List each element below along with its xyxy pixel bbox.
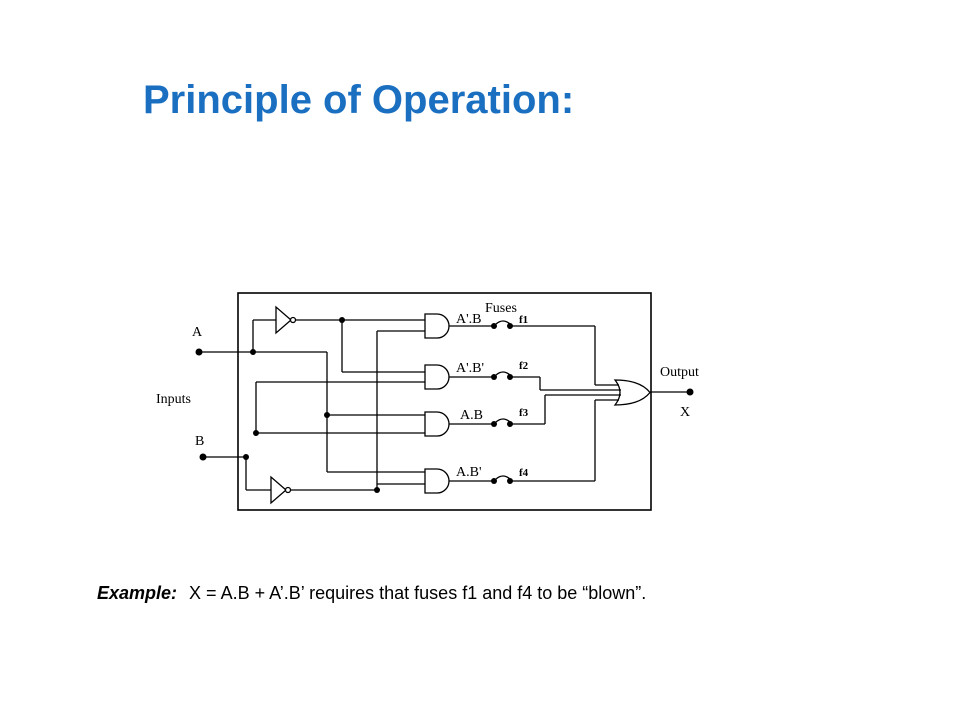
example-caption: Example: X = A.B + A’.B’ requires that fu…: [97, 583, 646, 604]
product-label-1: A'.B: [456, 312, 481, 327]
inputs-label: Inputs: [156, 392, 191, 407]
and-gate-3-icon: [424, 411, 450, 437]
product-label-4: A.B': [456, 465, 481, 480]
fuse-symbols: [495, 320, 511, 480]
fuse-label-f2: f2: [519, 360, 529, 372]
or-input-wiring: [510, 325, 621, 482]
and-gate-4-icon: [424, 468, 450, 494]
output-label: Output: [660, 365, 699, 380]
fuse-label-f4: f4: [519, 467, 529, 479]
input-a-label: A: [192, 325, 203, 340]
input-b-label: B: [195, 434, 204, 449]
fuses-label: Fuses: [485, 301, 517, 316]
example-label: Example:: [97, 583, 178, 603]
and-gate-1-icon: [424, 313, 450, 339]
input-a-wiring: [199, 319, 425, 473]
fuse-label-f1: f1: [519, 314, 528, 326]
output-var-label: X: [680, 405, 690, 420]
not-gate-b-icon: [270, 475, 287, 505]
product-lines: [449, 325, 494, 482]
product-label-3: A.B: [460, 408, 483, 423]
device-boundary: [237, 292, 652, 511]
and-gate-2-icon: [424, 364, 450, 390]
example-text: X = A.B + A’.B’ requires that fuses f1 a…: [189, 583, 647, 603]
product-label-2: A'.B': [456, 361, 484, 376]
page-title: Principle of Operation:: [143, 78, 575, 122]
fuse-label-f3: f3: [519, 407, 529, 419]
input-b-wiring: [203, 330, 425, 491]
not-gate-a-icon: [275, 305, 292, 335]
or-gate-icon: [613, 379, 651, 406]
junction-dots: [195, 317, 694, 493]
